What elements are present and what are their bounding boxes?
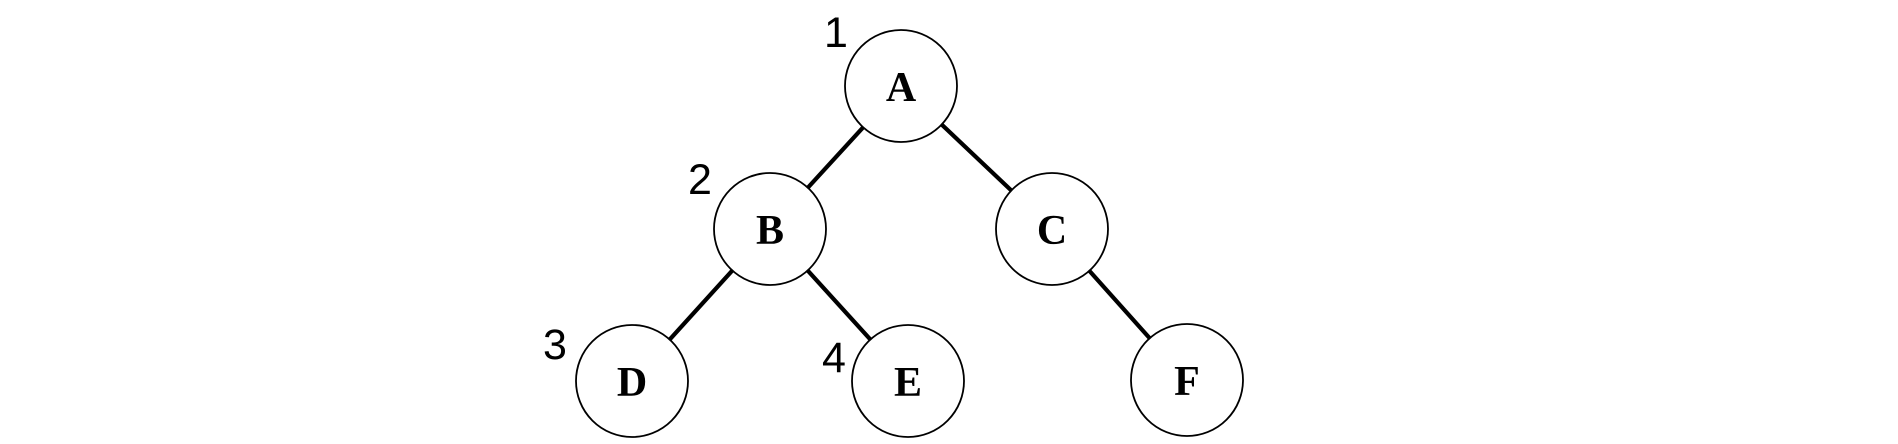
tree-node-A: A1 [824, 9, 958, 143]
order-number-B: 2 [688, 156, 712, 204]
node-label-B: B [756, 208, 784, 254]
node-circle-B [713, 172, 827, 286]
order-number-E: 4 [822, 334, 846, 382]
tree-node-D: D3 [543, 321, 689, 438]
node-label-E: E [894, 360, 922, 406]
node-label-C: C [1037, 208, 1067, 254]
tree-node-C: C [995, 172, 1109, 286]
node-label-D: D [617, 360, 647, 406]
tree-node-B: B2 [688, 156, 827, 286]
node-label-A: A [886, 65, 917, 111]
node-circle-F [1130, 323, 1244, 437]
order-number-D: 3 [543, 321, 567, 369]
tree-node-F: F [1130, 323, 1244, 437]
node-circle-E [851, 324, 965, 438]
node-circle-C [995, 172, 1109, 286]
node-circle-A [844, 29, 958, 143]
node-circle-D [575, 324, 689, 438]
node-label-F: F [1174, 359, 1200, 405]
order-number-A: 1 [824, 9, 848, 57]
tree-node-E: E4 [822, 324, 965, 438]
